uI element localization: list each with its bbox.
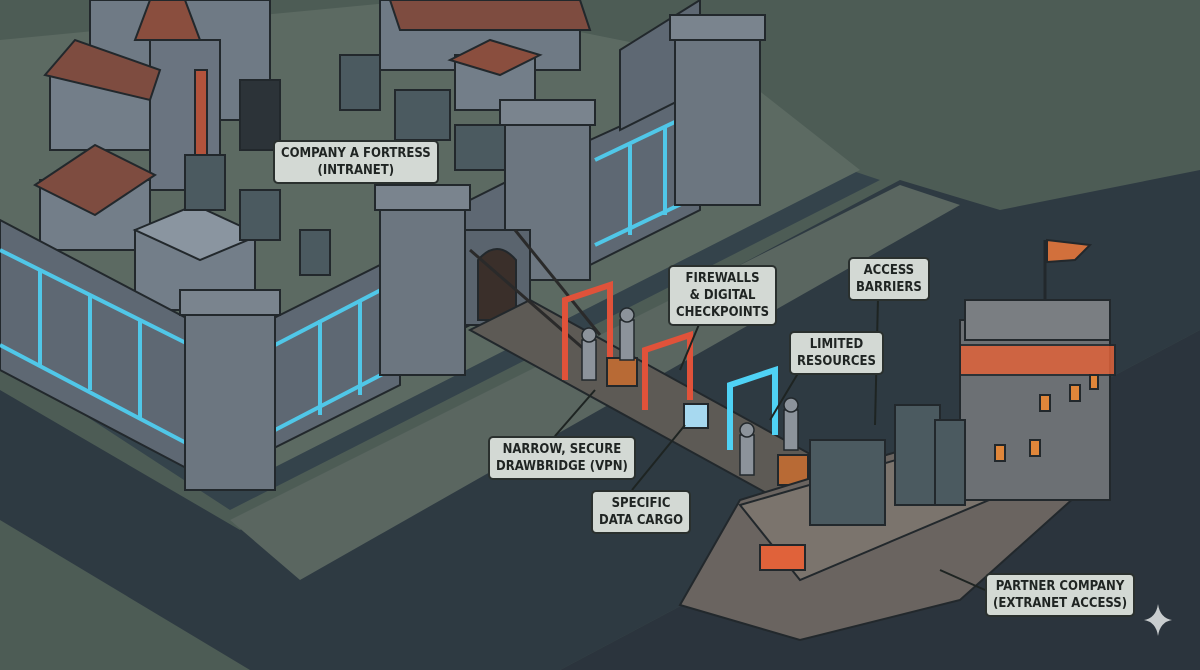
buildings — [33, 0, 592, 311]
label-partner-company: PARTNER COMPANY (EXTRANET ACCESS) — [985, 573, 1136, 617]
label-access-barriers: ACCESS BARRIERS — [848, 257, 930, 301]
label-line: (INTRANET) — [317, 163, 395, 178]
label-line: SPECIFIC — [611, 496, 671, 511]
towers — [179, 14, 766, 491]
label-line: NARROW, SECURE — [502, 442, 622, 457]
label-firewalls: FIREWALLS & DIGITAL CHECKPOINTS — [668, 265, 778, 326]
label-line: DATA CARGO — [599, 513, 684, 528]
label-line: (EXTRANET ACCESS) — [993, 596, 1128, 611]
label-data-cargo: SPECIFIC DATA CARGO — [591, 490, 692, 534]
label-line: RESOURCES — [797, 354, 876, 369]
label-line: PARTNER COMPANY — [995, 579, 1125, 594]
label-line: CHECKPOINTS — [676, 305, 770, 320]
label-line: ACCESS — [863, 263, 915, 278]
firewall-gates — [562, 280, 778, 450]
label-line: & DIGITAL — [689, 288, 756, 303]
cargo-crate — [606, 357, 638, 387]
sparkle-icon — [1144, 604, 1172, 636]
label-line: BARRIERS — [856, 280, 922, 295]
label-line: COMPANY A FORTRESS — [281, 146, 431, 161]
label-line: DRAWBRIDGE (VPN) — [496, 459, 628, 474]
label-drawbridge: NARROW, SECURE DRAWBRIDGE (VPN) — [488, 436, 636, 480]
guards — [581, 307, 799, 476]
label-limited-resources: LIMITED RESOURCES — [789, 331, 884, 375]
label-company-fortress: COMPANY A FORTRESS (INTRANET) — [273, 140, 439, 184]
partner-ship — [678, 238, 1116, 642]
label-line: LIMITED — [809, 337, 864, 352]
label-line: FIREWALLS — [685, 271, 760, 286]
data-cube — [683, 403, 709, 429]
